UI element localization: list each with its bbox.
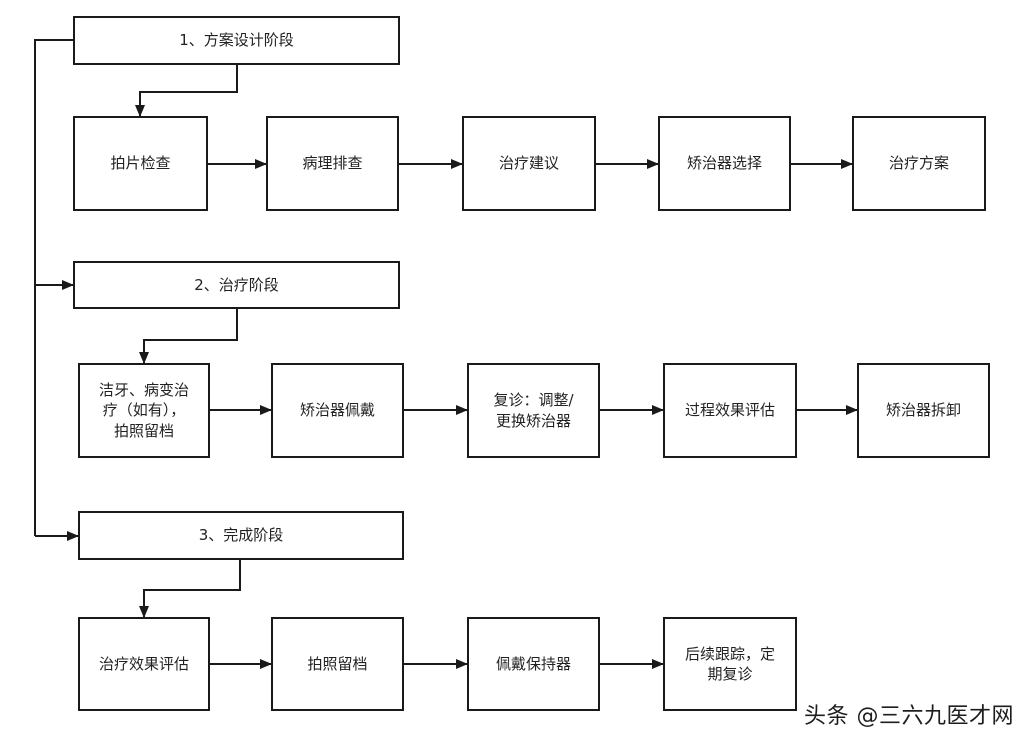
stage-3-step-4: 后续跟踪，定 期复诊	[663, 617, 797, 711]
stage-2-step-1: 洁牙、病变治 疗（如有）， 拍照留档	[78, 363, 210, 458]
stage-2-step-4: 过程效果评估	[663, 363, 797, 458]
stage-2-step-5: 矫治器拆卸	[857, 363, 990, 458]
arrow-stage-3-to-first-step	[139, 560, 241, 618]
stage-1-step-3: 治疗建议	[462, 116, 596, 211]
stage-3-step-3: 佩戴保持器	[467, 617, 600, 711]
spine-line	[34, 39, 73, 536]
stage-1-step-2: 病理排查	[266, 116, 399, 211]
stage-1-header: 1、方案设计阶段	[73, 16, 400, 65]
arrow-stage-2-to-first-step	[139, 309, 238, 364]
stage-3-step-1: 治疗效果评估	[78, 617, 210, 711]
stage-3-step-2: 拍照留档	[271, 617, 404, 711]
stage-2-step-3: 复诊：调整/ 更换矫治器	[467, 363, 600, 458]
stage-1-step-1: 拍片检查	[73, 116, 208, 211]
watermark: 头条 @三六九医才网	[804, 704, 1014, 729]
arrow-stage-1-to-first-step	[135, 65, 238, 117]
stage-2-step-2: 矫治器佩戴	[271, 363, 404, 458]
stage-2-header: 2、治疗阶段	[73, 261, 400, 309]
stage-1-step-5: 治疗方案	[852, 116, 986, 211]
stage-1-step-4: 矫治器选择	[658, 116, 791, 211]
stage-3-header: 3、完成阶段	[78, 511, 404, 560]
